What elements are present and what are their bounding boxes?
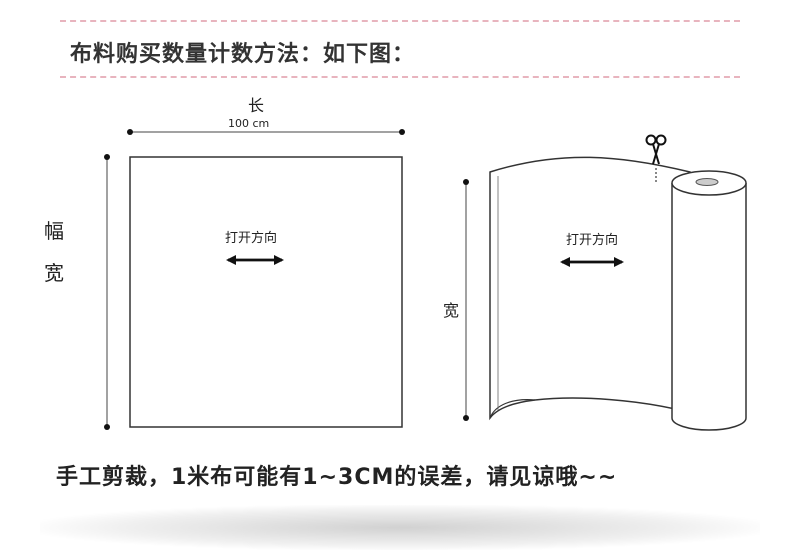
length-label: 长 [248, 96, 264, 115]
length-value: 100 cm [228, 117, 269, 130]
fabric-roll-body [671, 183, 747, 431]
width-label-char-2: 宽 [44, 261, 64, 285]
page-title: 布料购买数量计数方法：如下图： [70, 42, 416, 67]
length-dimension-dot-right [399, 129, 405, 135]
length-dimension-dot-left [127, 129, 133, 135]
width-dimension-dot-top [104, 154, 110, 160]
title-dashed-divider [60, 76, 740, 78]
roll-width-dot-bottom [463, 415, 469, 421]
roll-width-label: 宽 [443, 301, 459, 320]
open-direction-label-left: 打开方向 [225, 230, 277, 246]
fabric-square [129, 156, 403, 428]
left-fabric-diagram: 长 100 cm 幅 宽 打开方向 [44, 96, 405, 430]
width-label-char-1: 幅 [44, 219, 64, 243]
bottom-shadow [40, 505, 760, 550]
roll-width-dot-top [463, 179, 469, 185]
width-dimension-dot-bottom [104, 424, 110, 430]
fabric-curl [489, 399, 536, 419]
top-dashed-divider [60, 20, 740, 22]
scissors-icon [645, 134, 667, 165]
fabric-roll-core [695, 178, 719, 186]
open-direction-label-right: 打开方向 [566, 232, 618, 248]
right-fabric-roll-diagram: 宽 打开方向 [443, 134, 747, 431]
unrolled-fabric-sheet [489, 156, 691, 421]
error-note: 手工剪裁，1米布可能有1~3CM的误差，请见谅哦~~ [56, 465, 618, 490]
